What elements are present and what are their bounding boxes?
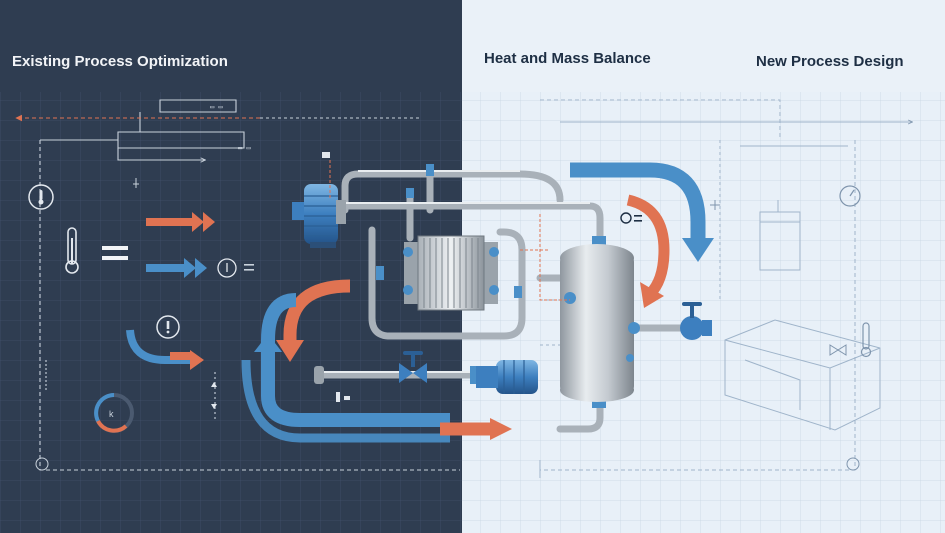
flow-arrow-orange: [146, 212, 215, 232]
pump-icon: [314, 360, 538, 394]
target-icon: [35, 457, 860, 471]
thermometer-icon: [65, 227, 79, 274]
instrument-lines: [329, 160, 570, 301]
flange-icon: [376, 164, 522, 384]
schematic-tag: ▭ ▭: [210, 104, 223, 112]
return-arrow-blue: [261, 293, 450, 427]
heading-new-process-design: New Process Design: [756, 53, 904, 70]
alert-icon: [156, 315, 180, 339]
return-arrow-blue-inner: [241, 359, 450, 443]
arrow-up-down-icon: [211, 382, 217, 409]
small-thermometer-icon: [133, 178, 139, 188]
pump-icon: [292, 184, 346, 248]
flow-arrow-blue-right: [570, 162, 706, 244]
valve-icon: [680, 302, 712, 340]
heading-existing-process-optimization: Existing Process Optimization: [12, 53, 228, 70]
flow-arrow-orange-right: [626, 194, 670, 298]
equals-icon: [102, 246, 128, 260]
return-arrow-orange: [283, 279, 351, 352]
process-piping: [318, 170, 694, 433]
thermometer-icon: [28, 184, 54, 210]
equals-icon: [620, 212, 642, 224]
heading-heat-and-mass-balance: Heat and Mass Balance: [484, 50, 651, 67]
svg-text:k: k: [109, 409, 114, 419]
thermometer-icon: [860, 322, 872, 358]
valve-icon: [399, 351, 427, 383]
gauge-icon: [839, 185, 861, 207]
small-valve-icon: [710, 200, 847, 356]
heat-exchanger-icon: [403, 235, 499, 311]
schematic-tag: ▭ ▭: [238, 145, 251, 153]
vessel-icon: [560, 236, 640, 408]
equals-icon: [244, 264, 254, 271]
flow-arrow-curved: [126, 329, 204, 370]
gauge-icon: [217, 258, 237, 278]
indicator-icon: [322, 152, 350, 402]
gauge-icon: k: [94, 393, 134, 433]
flow-arrow-blue: [146, 258, 207, 278]
